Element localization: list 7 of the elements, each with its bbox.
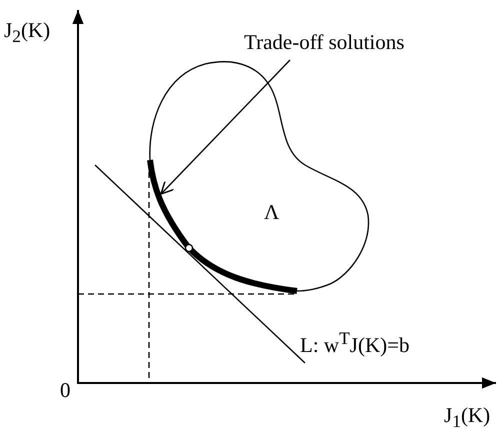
annotation-text: Trade-off solutions [244,32,404,53]
axis-label: J$_{1}$(K) [444,405,490,428]
axis-label: J$_{2}$(K) [4,20,50,46]
origin-label: 0 [60,380,70,401]
line-equation: L: w$^{T}$J(K)=b [300,330,410,356]
leader-arrow [160,60,290,195]
region-symbol: Λ [264,202,280,223]
